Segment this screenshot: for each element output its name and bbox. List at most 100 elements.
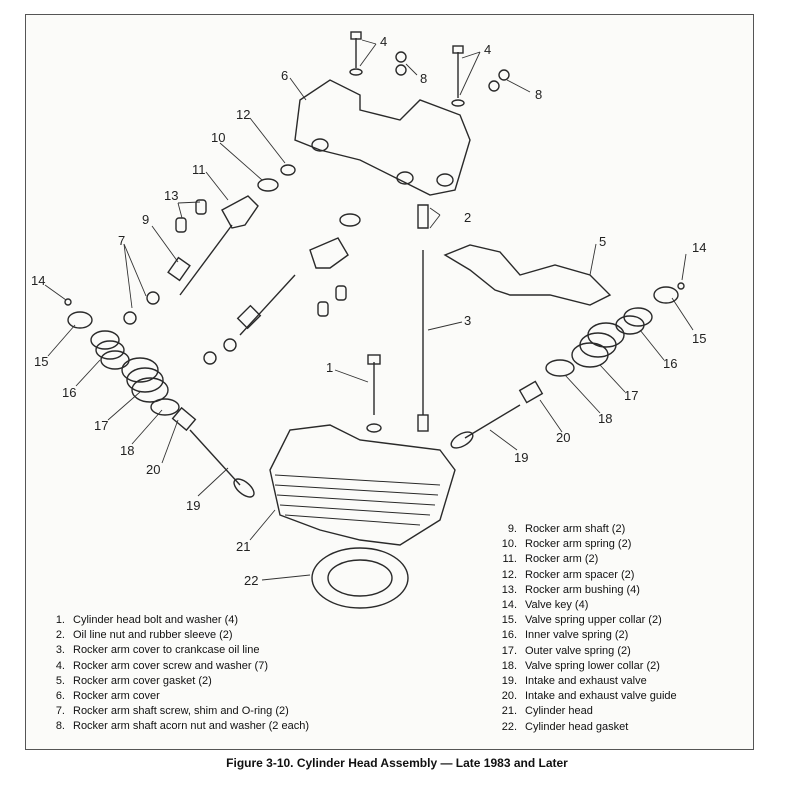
- callout-14: 14: [31, 273, 45, 288]
- legend-item-text: Rocker arm cover to crankcase oil line: [73, 644, 260, 657]
- legend-item: 4. Rocker arm cover screw and washer (7): [43, 659, 309, 674]
- rocker-arm-cover: [294, 79, 471, 196]
- callout-4: 4: [380, 34, 387, 49]
- head-gasket: [311, 547, 409, 609]
- callout-16: 16: [62, 385, 76, 400]
- legend-item-text: Rocker arm shaft acorn nut and washer (2…: [73, 720, 310, 733]
- callout-18: 18: [120, 443, 134, 458]
- callout-4: 4: [484, 42, 491, 57]
- callout-20: 20: [146, 462, 160, 477]
- legend-item-text: Cylinder head gasket: [525, 720, 629, 733]
- legend-item-text: Rocker arm shaft screw, shim and O-ring …: [73, 705, 289, 718]
- legend-item-number: 7.: [55, 705, 65, 718]
- legend-item-number: 8.: [55, 720, 65, 733]
- legend-item: 2. Oil line nut and rubber sleeve (2): [43, 628, 309, 643]
- legend-item: 19.Intake and exhaust valve: [495, 674, 677, 689]
- legend-item: 14. Valve key (4): [495, 598, 677, 613]
- callout-17: 17: [94, 418, 108, 433]
- legend-item-text: Cylinder head bolt and washer (4): [73, 614, 239, 626]
- callout-13: 13: [164, 188, 178, 203]
- legend-item-text: Valve spring lower collar (2): [525, 659, 660, 672]
- callout-8: 8: [535, 87, 542, 102]
- legend-item-text: Rocker arm spacer (2): [525, 568, 635, 581]
- callout-7: 7: [118, 233, 125, 248]
- legend-item: 20. Intake and exhaust valve guide: [495, 689, 677, 704]
- legend-item-number: 20.: [501, 690, 517, 703]
- legend-item-number: 3.: [55, 644, 65, 657]
- callout-22: 22: [244, 573, 258, 588]
- callout-10: 10: [211, 130, 225, 145]
- legend-item-text: Intake and exhaust valve guide: [525, 690, 677, 703]
- figure-caption: Figure 3-10. Cylinder Head Assembly — La…: [226, 756, 568, 770]
- legend-item: 3. Rocker arm cover to crankcase oil line: [43, 643, 309, 658]
- callout-19: 19: [186, 498, 200, 513]
- legend-item-number: 4.: [55, 659, 65, 672]
- legend-item-text: Outer valve spring (2): [525, 644, 631, 657]
- legend-item: 9. Rocker arm shaft (2): [495, 522, 677, 537]
- callout-5: 5: [599, 234, 606, 249]
- callout-12: 12: [236, 107, 250, 122]
- legend-item: 13.Rocker arm bushing (4): [495, 583, 677, 598]
- legend-item-number: 11.: [502, 553, 517, 566]
- legend-item-text: Rocker arm cover screw and washer (7): [73, 659, 269, 672]
- leader-lines: [44, 39, 694, 581]
- callout-15: 15: [692, 331, 706, 346]
- callout-2: 2: [464, 210, 471, 225]
- legend-item: 5. Rocker arm cover gasket (2): [43, 674, 309, 689]
- callout-1: 1: [326, 360, 333, 375]
- legend-item: 18. Valve spring lower collar (2): [495, 659, 677, 674]
- legend-item-number: 2.: [55, 629, 65, 642]
- legend-item-text: Rocker arm (2): [525, 553, 599, 566]
- legend-item-number: 21.: [501, 705, 517, 718]
- legend-item-number: 13.: [501, 583, 517, 596]
- callout-11: 11: [192, 162, 206, 177]
- left-springs: [90, 330, 169, 403]
- legend-item: 15.Valve spring upper collar (2): [495, 613, 677, 628]
- legend-item-number: 10.: [501, 538, 517, 551]
- callout-17: 17: [624, 388, 638, 403]
- callout-21: 21: [236, 539, 250, 554]
- callout-9: 9: [142, 212, 149, 227]
- legend-item: 6.Rocker arm cover: [43, 689, 309, 704]
- legend-left: 1. Cylinder head bolt and washer (4) 2. Oil…: [43, 613, 309, 735]
- legend-item-text: Valve key (4): [525, 599, 589, 612]
- legend-item-number: 1.: [55, 614, 65, 626]
- legend-item-number: 9.: [507, 523, 517, 535]
- legend-item-number: 14.: [501, 599, 517, 612]
- callout-3: 3: [464, 313, 471, 328]
- legend-item: 8. Rocker arm shaft acorn nut and washer …: [43, 719, 309, 734]
- legend-item-number: 5.: [55, 674, 65, 687]
- legend-item: 16. Inner valve spring (2): [495, 628, 677, 643]
- legend-item-number: 6.: [55, 690, 65, 703]
- legend-item: 12.Rocker arm spacer (2): [495, 568, 677, 583]
- figure-frame: [25, 14, 754, 750]
- callout-8: 8: [420, 71, 427, 86]
- legend-item-number: 17.: [501, 644, 517, 657]
- callout-14: 14: [692, 240, 706, 255]
- legend-item-number: 22.: [501, 720, 517, 733]
- legend-item-number: 18.: [501, 659, 517, 672]
- legend-right: 9. Rocker arm shaft (2) 10.Rocker arm spri…: [495, 522, 677, 735]
- callout-6: 6: [281, 68, 288, 83]
- legend-item: 7. Rocker arm shaft screw, shim and O-rin…: [43, 704, 309, 719]
- legend-item-text: Oil line nut and rubber sleeve (2): [73, 629, 233, 642]
- legend-item: 1. Cylinder head bolt and washer (4): [43, 613, 309, 628]
- legend-item: 10.Rocker arm spring (2): [495, 537, 677, 552]
- callout-20: 20: [556, 430, 570, 445]
- legend-item-text: Inner valve spring (2): [525, 629, 629, 642]
- legend-item-text: Cylinder head: [525, 705, 593, 718]
- cylinder-head: [269, 424, 456, 546]
- legend-item-text: Rocker arm shaft (2): [525, 523, 626, 535]
- legend-item-number: 16.: [501, 629, 517, 642]
- right-springs: [571, 307, 653, 368]
- legend-item-number: 15.: [501, 614, 517, 627]
- cover-gasket: [443, 244, 612, 306]
- legend-item: 11. Rocker arm (2): [495, 552, 677, 567]
- legend-item: 21. Cylinder head: [495, 704, 677, 719]
- legend-item-text: Rocker arm cover gasket (2): [73, 674, 212, 687]
- callout-18: 18: [598, 411, 612, 426]
- legend-item: 17. Outer valve spring (2): [495, 644, 677, 659]
- legend-item: 22. Cylinder head gasket: [495, 720, 677, 735]
- legend-item-number: 19.: [501, 675, 517, 688]
